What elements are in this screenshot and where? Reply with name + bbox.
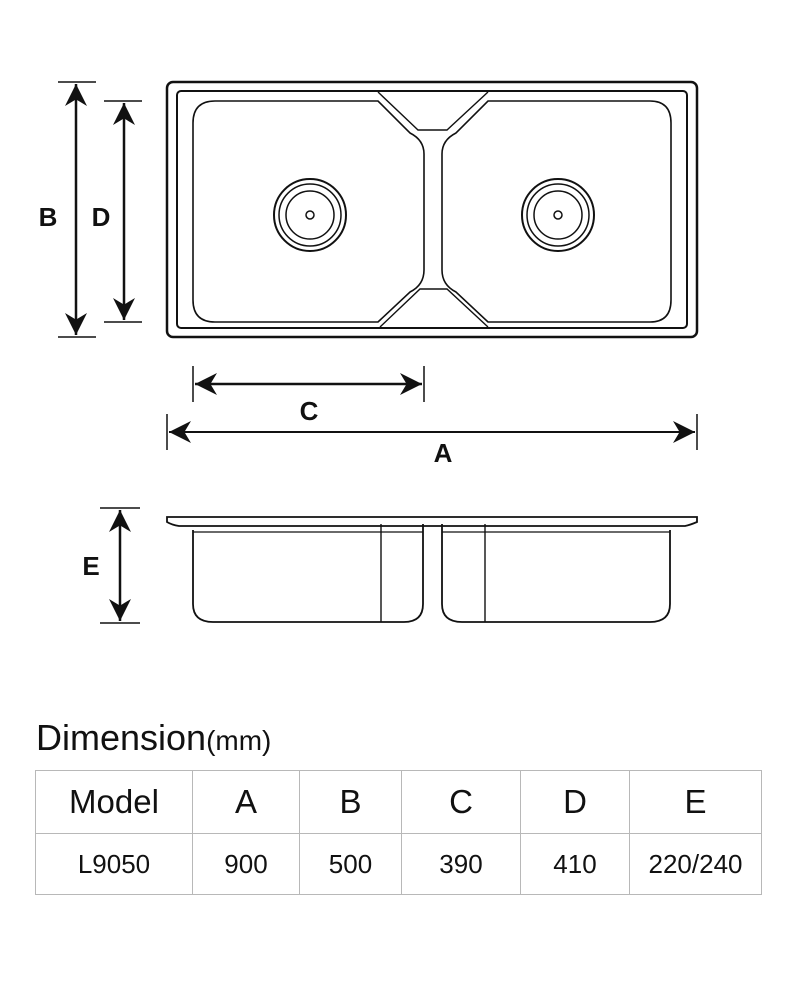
dimension-table-title: Dimension(mm) xyxy=(36,716,271,763)
dimension-unit-text: (mm) xyxy=(206,725,272,756)
sink-top-view xyxy=(165,80,699,339)
right-bowl xyxy=(441,100,672,323)
cell-a: 900 xyxy=(192,833,300,895)
side-rim xyxy=(166,516,698,527)
cell-e: 220/240 xyxy=(629,833,762,895)
header-d: D xyxy=(520,770,630,834)
left-bowl xyxy=(192,100,425,323)
dimension-e-label: E xyxy=(82,551,99,581)
sink-side-view xyxy=(166,516,698,623)
header-model: Model xyxy=(35,770,193,834)
dimension-b-label: B xyxy=(39,202,58,232)
sink-outer-rim xyxy=(165,80,699,339)
side-left-bowl xyxy=(192,524,424,623)
top-bridge xyxy=(377,91,489,131)
sink-technical-drawing: B D C A E xyxy=(39,80,699,624)
left-drain xyxy=(273,178,347,252)
side-right-bowl xyxy=(441,524,671,623)
header-b: B xyxy=(299,770,402,834)
dimension-d-label: D xyxy=(92,202,111,232)
cell-b: 500 xyxy=(299,833,402,895)
header-a: A xyxy=(192,770,300,834)
header-c: C xyxy=(401,770,521,834)
bottom-bridge xyxy=(379,288,489,328)
cell-d: 410 xyxy=(520,833,630,895)
right-drain xyxy=(521,178,595,252)
sink-inner-rim xyxy=(176,90,688,329)
dimension-a-label: A xyxy=(434,438,453,468)
dimension-c-label: C xyxy=(300,396,319,426)
cell-model: L9050 xyxy=(35,833,193,895)
dimension-lines xyxy=(58,81,698,624)
cell-c: 390 xyxy=(401,833,521,895)
table-row: L9050 900 500 390 410 220/240 xyxy=(35,833,762,895)
dimension-title-text: Dimension xyxy=(36,717,207,758)
dimension-table: Model A B C D E L9050 900 500 390 410 22… xyxy=(35,770,762,895)
header-e: E xyxy=(629,770,762,834)
table-header-row: Model A B C D E xyxy=(35,770,762,834)
